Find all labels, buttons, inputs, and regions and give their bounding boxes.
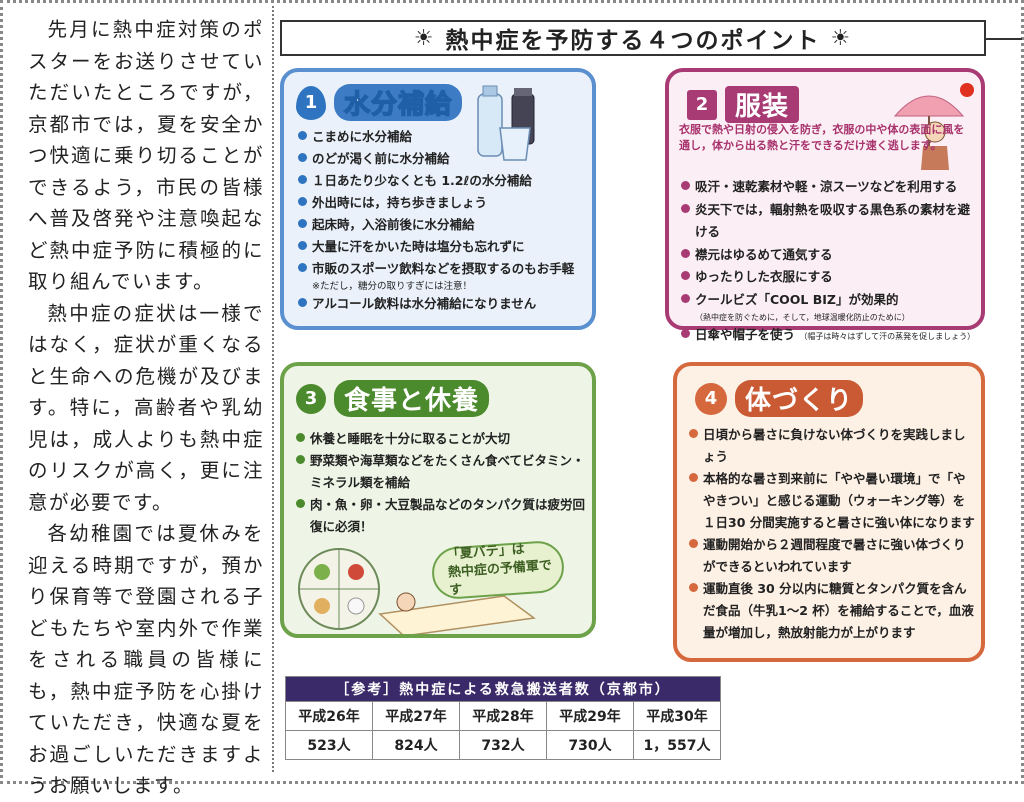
number-badge: 2 [687, 89, 717, 120]
summer-fatigue-bubble: 「夏バテ」は 熱中症の予備軍です [430, 539, 566, 601]
count-cell: 732人 [459, 730, 547, 760]
list-item-text: 日傘や帽子を使う [695, 327, 796, 342]
clothing-list: 吸汗・速乾素材や軽・涼スーツなどを利用する 炎天下では，輻射熱を吸収する黒色系の… [681, 176, 981, 349]
year-cell: 平成26年 [285, 701, 373, 731]
table-row: 平成26年 平成27年 平成28年 平成29年 平成30年 [285, 701, 721, 731]
card-body-building: 4 体づくり 日頃から暑さに負けない体づくりを実践しましょう 本格的な暑さ到来前… [673, 362, 985, 662]
sun-icon: ☀ [413, 25, 436, 51]
left-column: 先月に熱中症対策のポスターをお送りさせていただいたところですが，京都市では，夏を… [28, 14, 264, 802]
list-item: 日頃から暑さに負けない体づくりを実践しましょう [689, 424, 975, 468]
list-item: 肉・魚・卵・大豆製品などのタンパク質は疲労回復に必須！ [296, 494, 586, 538]
clothing-intro: 衣服で熱や日射の侵入を防ぎ，衣服の中や体の表面に風を通し，体から出る熱と汗をでき… [679, 123, 965, 152]
year-cell: 平成30年 [633, 701, 721, 731]
water-drop-icon: 1 [296, 85, 326, 120]
title-rule [986, 38, 1022, 40]
list-item: クールビズ「COOL BIZ」が効果的 （熱中症を防ぐために，そして，地球温暖化防… [681, 289, 981, 325]
list-item: 本格的な暑さ到来前に「やや暑い環境」で「ややきつい」と感じる運動（ウォーキング等… [689, 468, 975, 534]
card-title: 体づくり [735, 380, 864, 417]
page-title-text: 熱中症を予防する４つのポイント [445, 28, 821, 54]
sugar-note: ※ただし，糖分の取りすぎには注意！ [312, 281, 472, 292]
card-clothing: 2 服装 衣服で熱や日射の侵入を防ぎ，衣服の中や体の表面に風を通し，体から出る熱… [665, 68, 985, 342]
count-cell: 824人 [372, 730, 460, 760]
list-item: 起床時，入浴前後に水分補給 [298, 214, 588, 236]
paragraph-3: 各幼稚園では夏休みを迎える時期ですが，預かり保育等で登園される子どもたちや室内外… [28, 522, 264, 797]
list-item: アルコール飲料は水分補給になりません [298, 293, 588, 315]
list-item-text: 市販のスポーツ飲料などを摂取するのもお手軽 [312, 261, 575, 276]
list-item: 吸汗・速乾素材や軽・涼スーツなどを利用する [681, 176, 981, 199]
count-cell: 730人 [546, 730, 634, 760]
year-cell: 平成28年 [459, 701, 547, 731]
page-border [0, 0, 1024, 784]
number-badge: 3 [296, 383, 326, 414]
count-cell: 1，557人 [633, 730, 721, 760]
water-bottle-icon [477, 85, 535, 161]
card-title: 食事と休養 [334, 380, 490, 417]
card-title: 服装 [725, 86, 800, 123]
list-item-text: クールビズ「COOL BIZ」が効果的 [695, 291, 899, 307]
list-item: 野菜類や海草類などをたくさん食べてビタミン・ミネラル類を補給 [296, 450, 586, 494]
list-item: こまめに水分補給 [298, 126, 588, 148]
card-hydration: 1 水分補給 こまめに水分補給 のどが渇く前に水分補給 １日あたり少なくとも 1… [280, 68, 596, 330]
coolbiz-note: （熱中症を防ぐために，そして，地球温暖化防止のために） [695, 313, 910, 322]
umbrella-person-icon [893, 83, 974, 170]
diet-list: 休養と睡眠を十分に取ることが大切 野菜類や海草類などをたくさん食べてビタミン・ミ… [296, 428, 586, 538]
count-cell: 523人 [285, 730, 373, 760]
paragraph-1: 先月に熱中症対策のポスターをお送りさせていただいたところですが，京都市では，夏を… [28, 18, 264, 293]
list-item: 大量に汗をかいた時は塩分も忘れずに [298, 236, 588, 258]
table-row: 523人 824人 732人 730人 1，557人 [285, 730, 721, 760]
list-item: 運動開始から２週間程度で暑さに強い体づくりができるといわれています [689, 534, 975, 578]
hydration-list: こまめに水分補給 のどが渇く前に水分補給 １日あたり少なくとも 1.2ℓの水分補… [298, 126, 588, 315]
year-cell: 平成29年 [546, 701, 634, 731]
list-item: ゆったりした衣服にする [681, 266, 981, 289]
year-cell: 平成27年 [372, 701, 460, 731]
list-item: のどが渇く前に水分補給 [298, 148, 588, 170]
ambulance-transport-table: ［参考］熱中症による救急搬送者数（京都市） 平成26年 平成27年 平成28年 … [285, 676, 721, 760]
list-item: 市販のスポーツ飲料などを摂取するのもお手軽 ※ただし，糖分の取りすぎには注意！ [298, 258, 588, 293]
list-item: １日あたり少なくとも 1.2ℓの水分補給 [298, 170, 588, 192]
card-header: 2 服装 [687, 86, 800, 123]
food-and-bed-illustration [298, 548, 536, 634]
list-item: 運動直後 30 分以内に糖質とタンパク質を含んだ食品（牛乳1～2 杯）を補給する… [689, 578, 975, 644]
column-divider [272, 6, 274, 772]
card-header: 4 体づくり [695, 380, 864, 417]
card-header: 3 食事と休養 [296, 380, 490, 417]
list-item: 日傘や帽子を使う （帽子は時々はずして汗の蒸発を促しましょう） [681, 324, 981, 349]
body-building-list: 日頃から暑さに負けない体づくりを実践しましょう 本格的な暑さ到来前に「やや暑い環… [689, 424, 975, 644]
card-header: 1 水分補給 [296, 84, 463, 121]
page-title: ☀ 熱中症を予防する４つのポイント ☀ [280, 20, 986, 56]
number-badge: 4 [695, 382, 727, 415]
table-caption: ［参考］熱中症による救急搬送者数（京都市） [285, 676, 721, 702]
list-item: 外出時には，持ち歩きましょう [298, 192, 588, 214]
list-item: 襟元はゆるめて通気する [681, 244, 981, 267]
card-diet-rest: 3 食事と休養 休養と睡眠を十分に取ることが大切 野菜類や海草類などをたくさん食… [280, 362, 596, 638]
list-item: 休養と睡眠を十分に取ることが大切 [296, 428, 586, 450]
card-title: 水分補給 [334, 84, 463, 121]
hat-note: （帽子は時々はずして汗の蒸発を促しましょう） [799, 332, 976, 341]
list-item: 炎天下では，輻射熱を吸収する黒色系の素材を避ける [681, 199, 981, 244]
paragraph-2: 熱中症の症状は一様ではなく，症状が重くなると生命への危機が及びます。特に，高齢者… [28, 301, 264, 514]
sun-icon: ☀ [830, 25, 853, 51]
